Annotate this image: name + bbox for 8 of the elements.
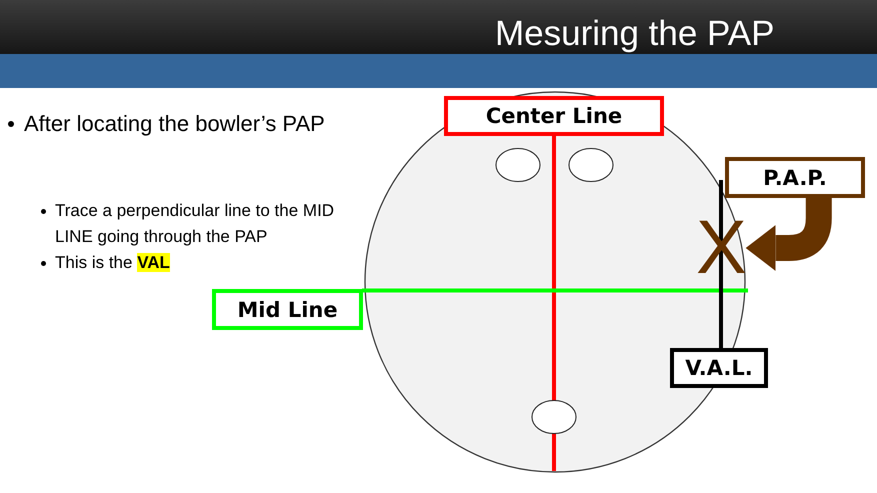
sub-bullet-text: Trace a perpendicular line to the MID LINE going through the PAP	[55, 200, 336, 248]
label-box: Center Line	[444, 96, 664, 136]
label-box: P.A.P.	[725, 157, 865, 198]
bullet-text: After locating the bowler’s PAP	[24, 110, 325, 138]
slide-title: Mesuring the PAP	[495, 14, 774, 54]
sub-bullet-text: This is the VAL	[55, 252, 170, 274]
label-box: Mid Line	[212, 289, 363, 330]
label-box: V.A.L.	[670, 348, 768, 388]
